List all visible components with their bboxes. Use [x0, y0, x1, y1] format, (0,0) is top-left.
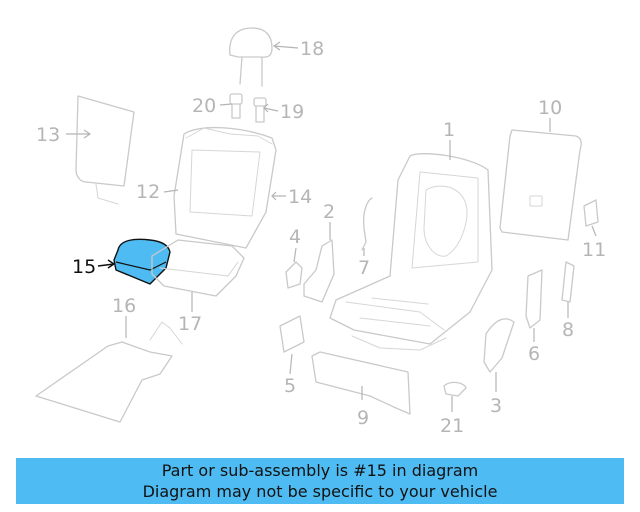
info-banner: Part or sub-assembly is #15 in diagram D… [16, 458, 624, 504]
part-7-trim[interactable] [361, 197, 373, 251]
label-4: 4 [289, 226, 301, 248]
part-5-bracket[interactable] [279, 315, 305, 353]
label-15: 15 [72, 256, 96, 278]
part-13-back-panel[interactable] [75, 95, 135, 205]
part-20-guide[interactable] [229, 93, 243, 119]
part-11-bracket[interactable] [583, 199, 599, 227]
label-1: 1 [443, 119, 455, 141]
label-9: 9 [357, 407, 369, 429]
label-21: 21 [440, 415, 464, 437]
part-9-lower-trim[interactable] [311, 351, 411, 415]
part-18-headrest[interactable] [229, 27, 273, 87]
label-8: 8 [562, 319, 574, 341]
label-6: 6 [528, 343, 540, 365]
part-10-back-panel[interactable] [499, 129, 582, 241]
part-2-bracket[interactable] [303, 239, 335, 303]
banner-line-2: Diagram may not be specific to your vehi… [142, 482, 498, 501]
label-11: 11 [582, 239, 606, 261]
label-10: 10 [538, 97, 562, 119]
label-18: 18 [300, 38, 324, 60]
label-2: 2 [323, 201, 335, 223]
label-13: 13 [36, 124, 60, 146]
part-1-seat-frame[interactable] [329, 153, 493, 351]
label-3: 3 [490, 395, 502, 417]
part-21-clip[interactable] [443, 381, 467, 397]
label-20: 20 [192, 95, 216, 117]
label-19: 19 [280, 101, 304, 123]
banner-line-1: Part or sub-assembly is #15 in diagram [161, 461, 479, 480]
part-8-bracket[interactable] [561, 261, 575, 303]
part-19-guide[interactable] [253, 97, 267, 123]
parts-diagram: 18 20 19 13 12 14 15 17 16 1 10 11 2 4 7… [35, 27, 606, 437]
part-3-trim-cover[interactable] [483, 318, 515, 373]
label-17: 17 [178, 313, 202, 335]
label-7: 7 [358, 257, 370, 279]
part-4-bracket[interactable] [285, 261, 303, 289]
part-12-14-seatback[interactable] [173, 126, 277, 249]
label-12: 12 [136, 181, 160, 203]
label-16: 16 [112, 295, 136, 317]
part-6-side-trim[interactable] [525, 269, 543, 329]
part-16-floor-mat[interactable] [35, 321, 183, 423]
part-15-seat-cushion-highlighted[interactable] [113, 238, 171, 285]
label-5: 5 [284, 375, 296, 397]
label-14: 14 [288, 186, 312, 208]
leader-lines [66, 41, 597, 412]
part-17-cushion-frame[interactable] [151, 239, 245, 297]
